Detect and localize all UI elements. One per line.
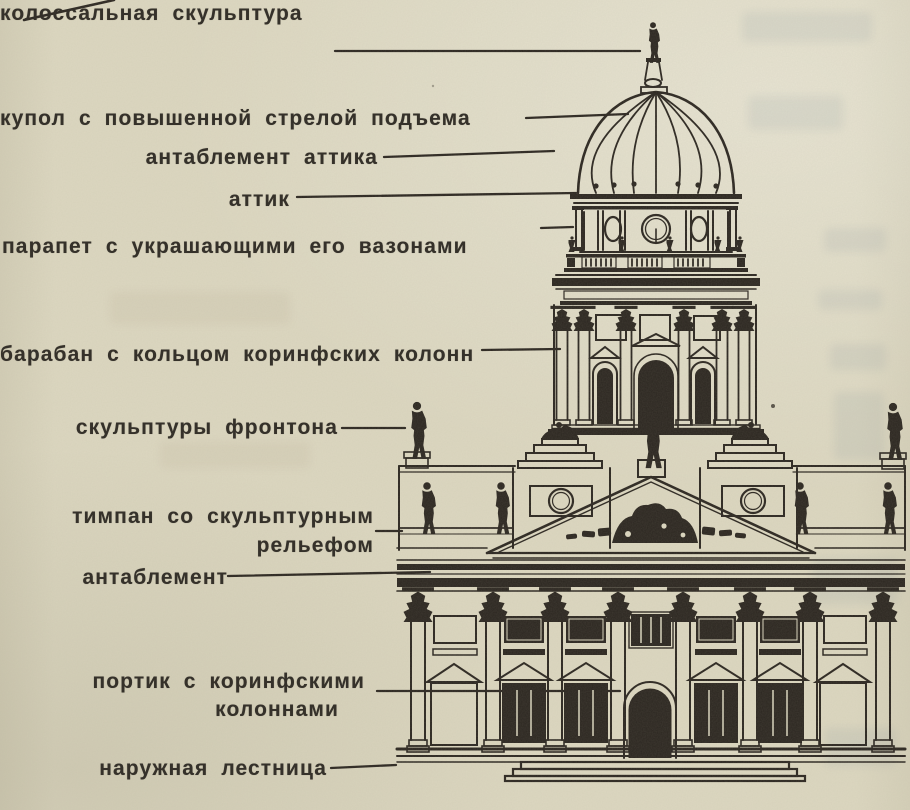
label-attic-entablature: антаблемент аттика [145,146,378,169]
label-entablature: антаблемент [82,566,228,589]
label-drum: барабан с кольцом коринфских колонн [0,343,475,366]
label-parapet-with-vases: парапет с украшающими его вазонами [2,235,468,258]
label-pediment-sculptures: скульптуры фронтона [75,416,338,439]
label-colossal-sculpture: колоссальная скульптура [0,2,303,25]
label-attic: аттик [228,188,290,211]
label-outer-stairs: наружная лестница [99,757,327,780]
label-dome: купол с повышенной стрелой подъема [0,107,471,130]
